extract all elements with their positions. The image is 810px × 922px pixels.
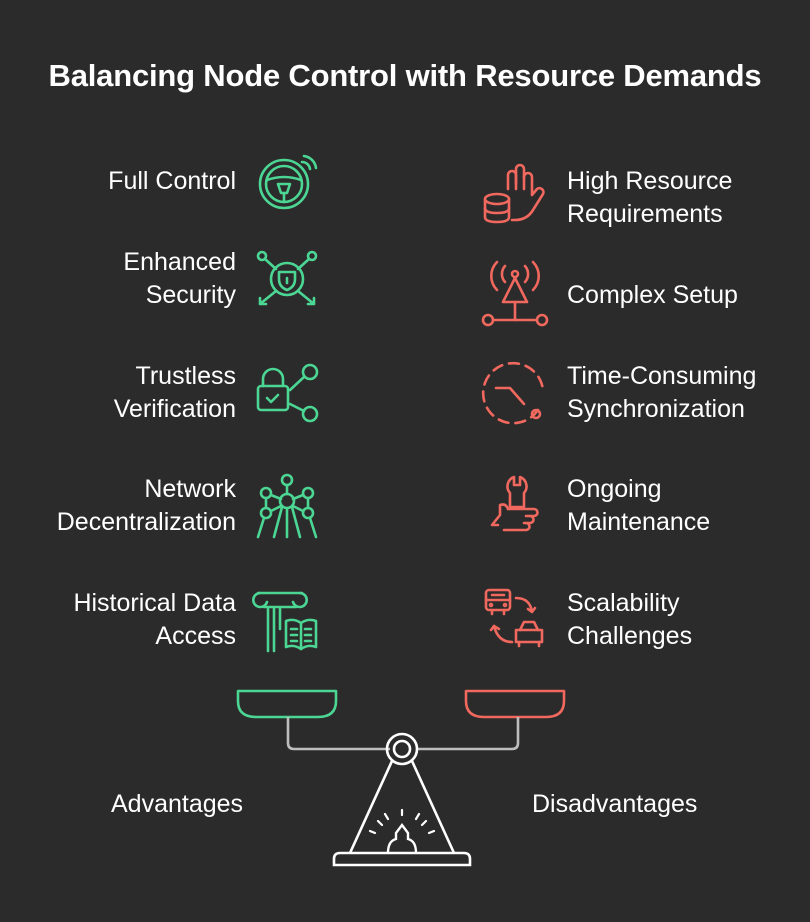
scale-pivot-inner — [392, 739, 412, 759]
hand-database-icon — [480, 163, 550, 233]
balance-scale — [236, 689, 566, 867]
shield-network-icon — [252, 247, 322, 317]
scale-base — [332, 851, 472, 867]
disadvantage-label-complex-setup: Complex Setup — [567, 281, 738, 309]
vehicle-swap-icon — [480, 586, 550, 656]
scale-beam — [286, 717, 520, 751]
scale-pivot-outer — [385, 732, 419, 766]
advantages-pan — [236, 689, 338, 719]
scale-rays — [368, 808, 436, 835]
scale-stand — [348, 760, 456, 854]
steering-wheel-icon — [252, 148, 322, 218]
atom-network-icon — [252, 473, 322, 543]
scale-bell — [386, 823, 418, 854]
disadvantages-label: Disadvantages — [532, 790, 698, 818]
advantages-label: Advantages — [111, 790, 244, 818]
antenna-network-icon — [480, 260, 550, 330]
page-title: Balancing Node Control with Resource Dem… — [48, 58, 762, 93]
clock-sync-icon — [480, 360, 550, 430]
column-book-icon — [252, 587, 322, 657]
disadvantages-pan — [464, 689, 566, 719]
advantage-label-full-control: Full Control — [108, 167, 236, 195]
wrench-thumb-icon — [480, 473, 550, 543]
lock-check-icon — [252, 360, 322, 430]
